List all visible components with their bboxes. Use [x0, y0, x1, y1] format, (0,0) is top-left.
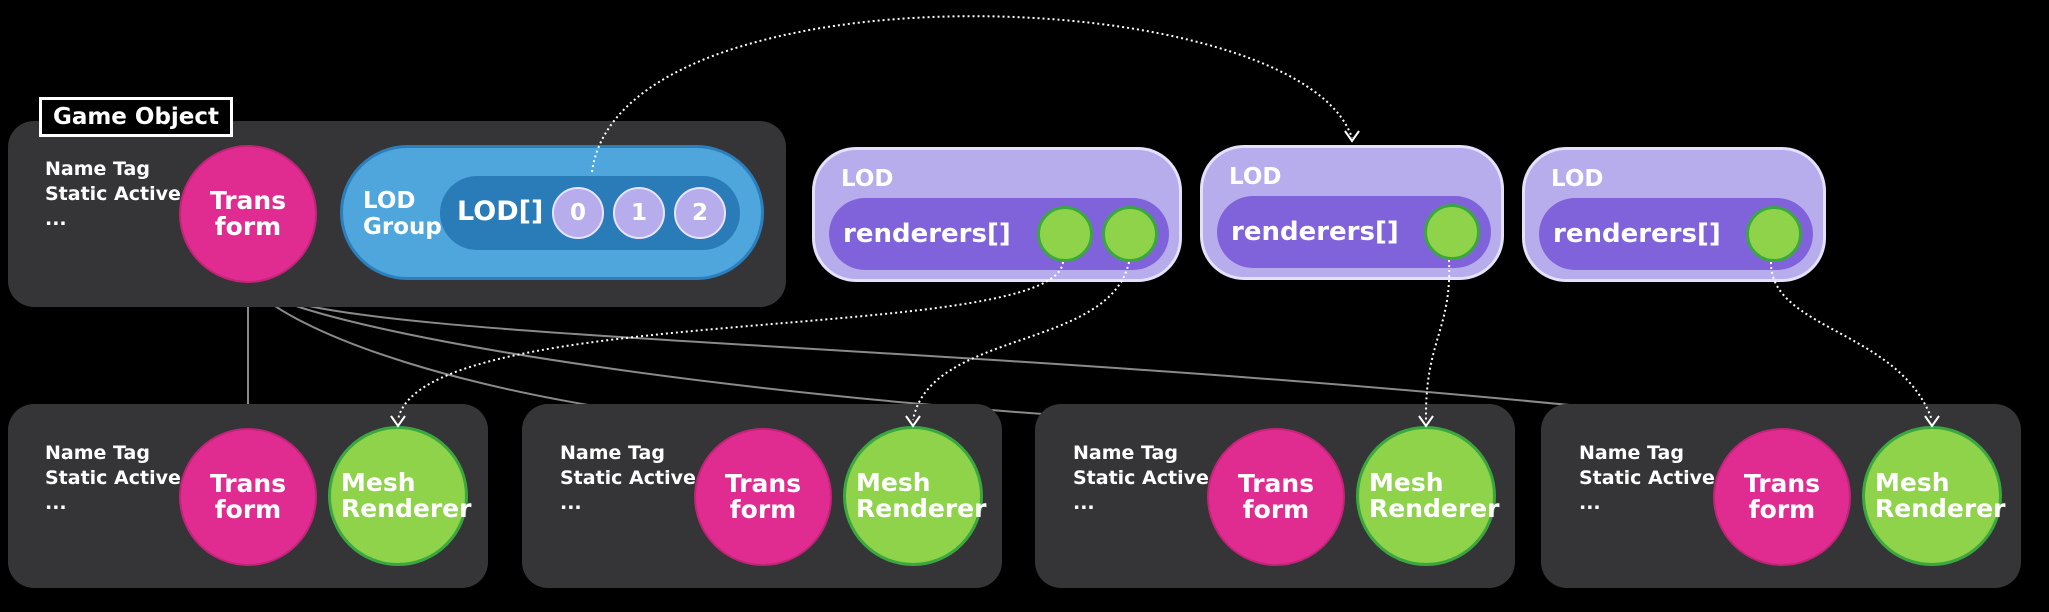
info-ellipsis: ...	[45, 492, 67, 514]
renderers-array: renderers[]	[829, 198, 1169, 270]
lod-group-component[interactable]: LOD Group LOD[] 0 1 2	[340, 145, 764, 280]
renderers-array: renderers[]	[1217, 196, 1491, 268]
info-static-active: Static Active	[45, 467, 181, 489]
game-object-transform[interactable]: Trans form	[179, 145, 317, 283]
info-name-tag: Name Tag	[45, 158, 150, 180]
child-mesh-renderer[interactable]: Mesh Renderer	[1862, 426, 2006, 566]
child-transform[interactable]: Trans form	[179, 428, 317, 566]
child-info: Name Tag Static Active ...	[45, 441, 181, 516]
child-transform[interactable]: Trans form	[694, 428, 832, 566]
info-static-active: Static Active	[45, 183, 181, 205]
lod-card-2[interactable]: LOD renderers[]	[1200, 145, 1504, 280]
mesh-renderer-label: Mesh Renderer	[1369, 468, 1500, 523]
renderer-slot-1[interactable]	[1746, 206, 1802, 262]
transform-label: Trans form	[1743, 469, 1821, 524]
lod-group-label: LOD Group	[363, 188, 442, 240]
game-object-title: Game Object	[39, 97, 233, 137]
mesh-renderer-label: Mesh Renderer	[341, 468, 472, 523]
child-info: Name Tag Static Active ...	[560, 441, 696, 516]
transform-label: Trans form	[209, 469, 287, 524]
transform-label: Trans form	[209, 186, 287, 241]
child-info: Name Tag Static Active ...	[1073, 441, 1209, 516]
child-transform[interactable]: Trans form	[1713, 428, 1851, 566]
info-name-tag: Name Tag	[45, 442, 150, 464]
lod-card-1[interactable]: LOD renderers[]	[812, 147, 1182, 282]
lod-card-title: LOD	[1551, 166, 1604, 192]
info-name-tag: Name Tag	[1073, 442, 1178, 464]
info-name-tag: Name Tag	[1579, 442, 1684, 464]
ref-line-renderer-to-mesh-4	[1769, 261, 1933, 421]
ref-line-renderer-to-mesh-3	[1424, 259, 1451, 421]
info-static-active: Static Active	[1073, 467, 1209, 489]
renderers-label: renderers[]	[1231, 217, 1399, 247]
transform-label: Trans form	[1237, 469, 1315, 524]
mesh-renderer-label: Mesh Renderer	[1875, 468, 2006, 523]
renderers-array: renderers[]	[1539, 198, 1813, 270]
lod-index-2[interactable]: 2	[674, 187, 726, 239]
child-mesh-renderer[interactable]: Mesh Renderer	[1356, 426, 1500, 566]
renderer-slot-2[interactable]	[1102, 206, 1158, 262]
lod-index-0[interactable]: 0	[552, 187, 604, 239]
child-transform[interactable]: Trans form	[1207, 428, 1345, 566]
lod-card-title: LOD	[841, 166, 894, 192]
child-mesh-renderer[interactable]: Mesh Renderer	[843, 426, 987, 566]
child-mesh-renderer[interactable]: Mesh Renderer	[328, 426, 472, 566]
child-info: Name Tag Static Active ...	[1579, 441, 1715, 516]
renderer-slot-1[interactable]	[1037, 206, 1093, 262]
lod-card-3[interactable]: LOD renderers[]	[1522, 147, 1826, 282]
mesh-renderer-label: Mesh Renderer	[856, 468, 987, 523]
info-ellipsis: ...	[1073, 492, 1095, 514]
ref-line-renderer-to-mesh-2	[912, 261, 1130, 421]
lod-card-title: LOD	[1229, 164, 1282, 190]
lod-array: LOD[] 0 1 2	[440, 176, 740, 250]
transform-label: Trans form	[724, 469, 802, 524]
renderer-slot-1[interactable]	[1424, 204, 1480, 260]
renderers-label: renderers[]	[843, 219, 1011, 249]
info-static-active: Static Active	[1579, 467, 1715, 489]
info-ellipsis: ...	[45, 208, 67, 230]
lod-array-label: LOD[]	[457, 196, 544, 227]
info-ellipsis: ...	[560, 492, 582, 514]
lod-index-1[interactable]: 1	[613, 187, 665, 239]
info-ellipsis: ...	[1579, 492, 1601, 514]
arrowhead-lod-card	[1344, 130, 1360, 143]
info-name-tag: Name Tag	[560, 442, 665, 464]
renderers-label: renderers[]	[1553, 219, 1721, 249]
game-object-info: Name Tag Static Active ...	[45, 157, 181, 232]
info-static-active: Static Active	[560, 467, 696, 489]
